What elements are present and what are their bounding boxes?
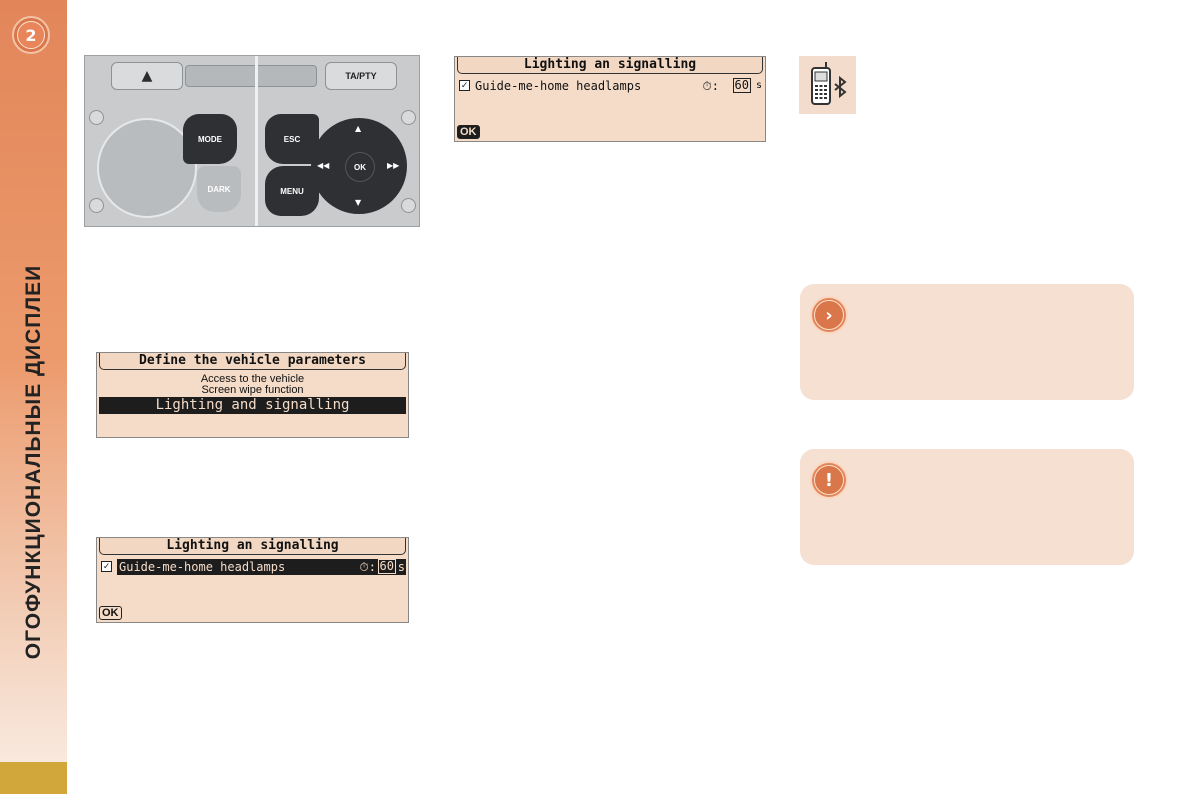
menu-button: MENU bbox=[265, 166, 319, 216]
section-title: ОГОФУНКЦИОНАЛЬНЫЕ ДИСПЛЕИ bbox=[21, 264, 45, 660]
panel-divider bbox=[255, 56, 258, 226]
option-highlight: Guide-me-home headlamps ⏱: 60 s bbox=[117, 559, 406, 575]
sidebar-bottom-block bbox=[0, 762, 67, 794]
option-label: Guide-me-home headlamps bbox=[119, 560, 286, 574]
timer-icon: ⏱: bbox=[359, 560, 376, 574]
option-label: Guide-me-home headlamps bbox=[475, 79, 642, 93]
menu-item: Screen wipe function bbox=[201, 384, 304, 396]
mount-hole bbox=[89, 198, 104, 213]
lcd-vehicle-parameters: Define the vehicle parameters Access to … bbox=[96, 352, 409, 438]
lcd-title: Lighting an signalling bbox=[99, 538, 406, 555]
timer-unit: s bbox=[397, 560, 405, 574]
ta-pty-button: TA/PTY bbox=[325, 62, 397, 90]
mount-hole bbox=[401, 198, 416, 213]
audio-control-panel-image: ▲ TA/PTY MODE DARK ESC MENU ▲ ▼ ◀◀ ▶▶ OK bbox=[84, 55, 420, 227]
bluetooth-phone-icon bbox=[799, 56, 856, 114]
ok-button: OK bbox=[345, 152, 375, 182]
timer-value: 60 bbox=[377, 559, 396, 574]
arrow-right-icon: ▶▶ bbox=[387, 161, 400, 170]
mount-hole bbox=[401, 110, 416, 125]
volume-knob bbox=[97, 118, 197, 218]
checkbox: ✓ bbox=[459, 80, 470, 91]
arrow-up-icon: ▲ bbox=[355, 124, 362, 133]
lcd-lighting-selected: Lighting an signalling ✓ Guide-me-home h… bbox=[96, 537, 409, 623]
timer-unit: s bbox=[755, 80, 762, 91]
navigation-dpad: ▲ ▼ ◀◀ ▶▶ OK bbox=[311, 118, 407, 214]
esc-button: ESC bbox=[265, 114, 319, 164]
chapter-number-badge: 2 bbox=[12, 16, 50, 54]
menu-item: Access to the vehicle bbox=[200, 373, 305, 385]
info-note-box: › bbox=[800, 284, 1134, 400]
option-row: ✓ Guide-me-home headlamps ⏱: 60 s bbox=[99, 559, 406, 575]
dark-button: DARK bbox=[197, 166, 241, 212]
timer-icon: ⏱: bbox=[702, 79, 719, 93]
warning-note-box: ! bbox=[800, 449, 1134, 565]
exclamation-icon: ! bbox=[810, 461, 848, 499]
menu-item-selected: Lighting and signalling bbox=[99, 397, 406, 414]
arrow-left-icon: ◀◀ bbox=[317, 161, 330, 170]
lcd-lighting-ok: Lighting an signalling ✓ Guide-me-home h… bbox=[454, 56, 766, 142]
ok-softkey-selected: OK bbox=[457, 125, 480, 139]
eject-button: ▲ bbox=[111, 62, 183, 90]
lcd-title: Define the vehicle parameters bbox=[99, 353, 406, 370]
checkbox: ✓ bbox=[101, 561, 112, 572]
chevron-right-icon: › bbox=[810, 296, 848, 334]
option-row: ✓ Guide-me-home headlamps ⏱: 60 s bbox=[457, 78, 763, 94]
mount-hole bbox=[89, 110, 104, 125]
chapter-number: 2 bbox=[17, 21, 45, 49]
lcd-title: Lighting an signalling bbox=[457, 57, 763, 74]
chapter-sidebar: 2 ОГОФУНКЦИОНАЛЬНЫЕ ДИСПЛЕИ bbox=[0, 0, 67, 794]
cd-slot bbox=[185, 65, 317, 87]
ok-softkey: OK bbox=[99, 606, 122, 620]
mode-button: MODE bbox=[183, 114, 237, 164]
timer-value: 60 bbox=[732, 78, 751, 93]
arrow-down-icon: ▼ bbox=[355, 198, 362, 207]
eject-icon: ▲ bbox=[141, 68, 153, 84]
